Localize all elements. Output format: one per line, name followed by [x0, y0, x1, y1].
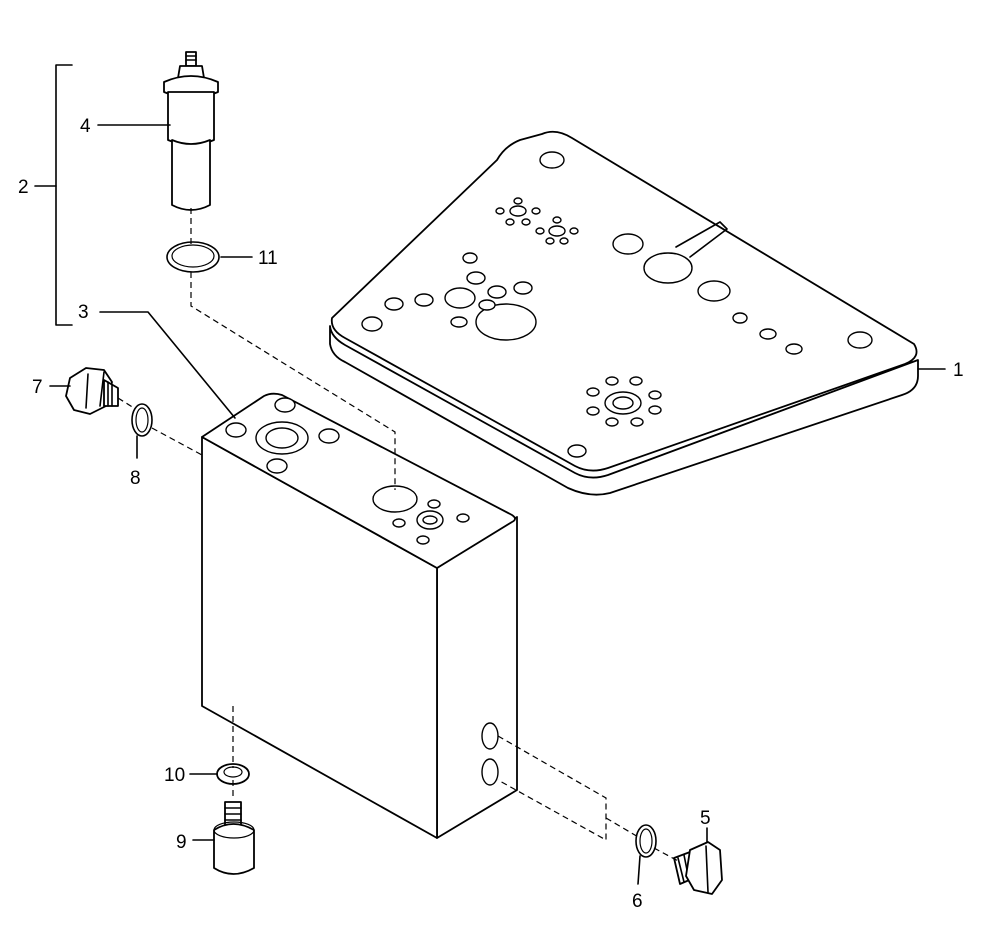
o-ring-11	[166, 241, 220, 273]
callout-4: 4	[80, 116, 91, 137]
callout-10: 10	[164, 765, 185, 786]
o-ring-8	[131, 403, 153, 437]
screw-9	[213, 801, 255, 875]
o-ring-6	[635, 824, 657, 858]
callout-6: 6	[632, 891, 643, 912]
callout-3: 3	[78, 302, 89, 323]
callout-5: 5	[700, 808, 711, 829]
cartridge-valve-part	[163, 51, 219, 211]
callout-labels: 1 2 3 4 5 6 7 8 9 10 11	[18, 116, 964, 912]
plate-part	[329, 130, 919, 496]
plug-5	[673, 841, 723, 895]
callout-2: 2	[18, 177, 29, 198]
callout-7: 7	[32, 377, 43, 398]
callout-1: 1	[953, 360, 964, 381]
callout-9: 9	[176, 832, 187, 853]
manifold-block-part	[201, 392, 518, 839]
callout-11: 11	[258, 248, 278, 269]
leader-lines	[34, 64, 946, 885]
assembly-lines	[117, 208, 681, 863]
callout-8: 8	[130, 468, 141, 489]
plug-7	[65, 367, 119, 415]
